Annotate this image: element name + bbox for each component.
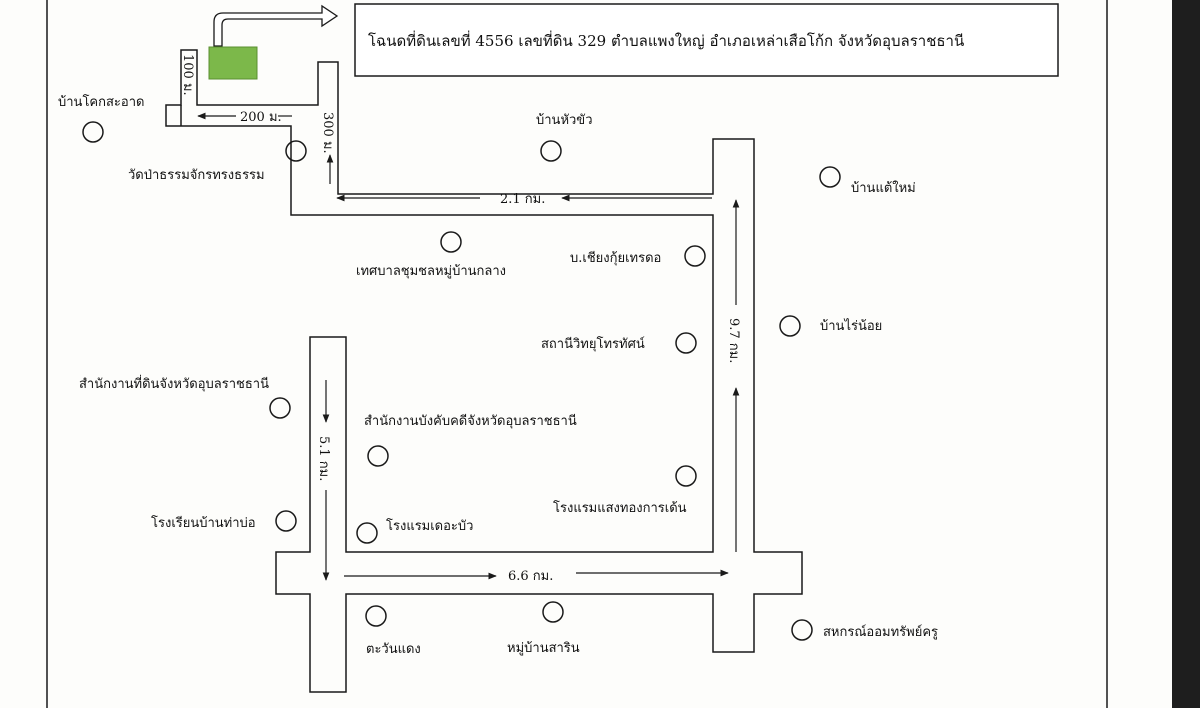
title-box: [354, 3, 1059, 77]
label-land-office: สำนักงานที่ดินจังหวัดอุบลราชธานี: [79, 375, 269, 392]
marker-icon: [684, 245, 706, 267]
label-tawan-daeng: ตะวันแดง: [366, 642, 421, 657]
marker-icon: [791, 619, 813, 641]
label-chiang-kui: บ.เชียงกุ้ยเทรดอ: [570, 250, 661, 266]
dist-5-1km: 5.1 กม.: [316, 436, 331, 481]
dist-2-1km: 2.1 กม.: [500, 192, 545, 207]
marker-icon: [367, 445, 389, 467]
label-radio-station: สถานีวิทยุโทรทัศน์: [541, 336, 645, 352]
marker-icon: [779, 315, 801, 337]
title-text: โฉนดที่ดินเลขที่ 4556 เลขที่ดิน 329 ตำบล…: [368, 30, 964, 51]
marker-icon: [542, 601, 564, 623]
label-thetsaban: เทศบาลชุมชลหมู่บ้านกลาง: [356, 264, 506, 279]
paper-sheet: [0, 0, 1172, 708]
label-hotel-bua: โรงแรมเดอะบัว: [386, 518, 473, 534]
dist-300m: 300 ม.: [320, 112, 335, 154]
marker-icon: [440, 231, 462, 253]
label-ban-khok-sa-at: บ้านโคกสะอาด: [58, 94, 144, 110]
label-ban-tae-mai: บ้านแต้ใหม่: [851, 180, 916, 196]
direction-arrow-icon: [213, 4, 339, 47]
marker-icon: [356, 522, 378, 544]
label-hotel-saengthong: โรงแรมแสงทองการเด้น: [553, 500, 687, 516]
label-enforcement-office: สำนักงานบังคับคดีจังหวัดอุบลราชธานี: [364, 413, 577, 429]
marker-icon: [819, 166, 841, 188]
label-mu-ban-sarin: หมู่บ้านสาริน: [507, 641, 580, 656]
marker-icon: [269, 397, 291, 419]
marker-icon: [82, 121, 104, 143]
label-cooperative: สหกรณ์ออมทรัพย์ครู: [823, 624, 938, 640]
marker-icon: [675, 332, 697, 354]
label-ban-hua-khua: บ้านหัวขัว: [536, 113, 593, 128]
roads: [165, 49, 803, 693]
map-border: [46, 0, 1108, 708]
landmark-markers: [82, 121, 841, 641]
label-wat-pa-thamma: วัดป่าธรรมจักรทรงธรรม: [128, 168, 265, 183]
land-plot: [208, 46, 258, 80]
dist-200m: 200 ม.: [240, 110, 282, 125]
marker-icon: [285, 140, 307, 162]
marker-icon: [365, 605, 387, 627]
label-ban-rai-noi: บ้านไร่น้อย: [820, 318, 882, 334]
marker-icon: [275, 510, 297, 532]
marker-icon: [540, 140, 562, 162]
marker-icon: [675, 465, 697, 487]
dist-9-7km: 9.7 กม.: [726, 318, 741, 363]
label-school-tha-bo: โรงเรียนบ้านท่าบ่อ: [151, 515, 256, 531]
dist-6-6km: 6.6 กม.: [508, 569, 553, 584]
dist-100m: 100 ม.: [180, 54, 195, 96]
